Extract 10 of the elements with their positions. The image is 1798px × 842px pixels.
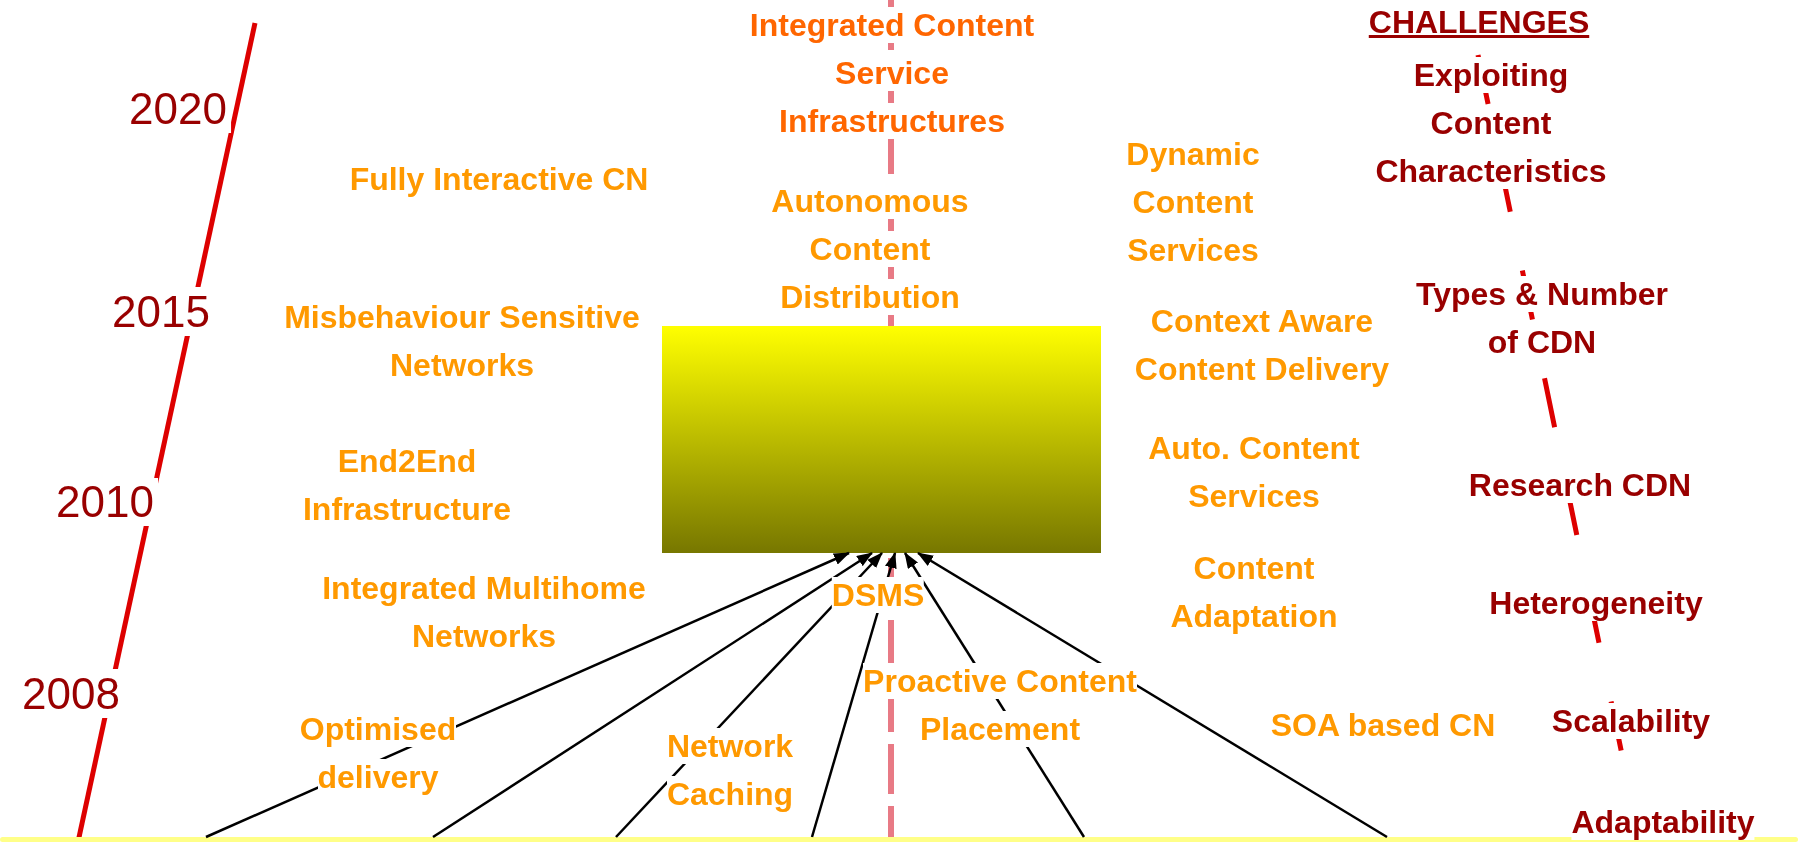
arrow xyxy=(810,552,897,838)
challenge-label: Scalability xyxy=(1551,702,1711,741)
challenge-label: Exploiting Content Characteristics xyxy=(1374,56,1608,191)
timeline-item: Integrated Content Service Infrastructures xyxy=(748,6,1036,141)
timeline-item: Proactive Content Placement xyxy=(862,662,1138,749)
gradient-box xyxy=(662,326,1101,553)
arrow xyxy=(432,551,873,839)
timeline-item: Network Caching xyxy=(665,727,795,814)
timeline-item: DSMS xyxy=(831,576,925,615)
arrow xyxy=(917,551,1388,839)
